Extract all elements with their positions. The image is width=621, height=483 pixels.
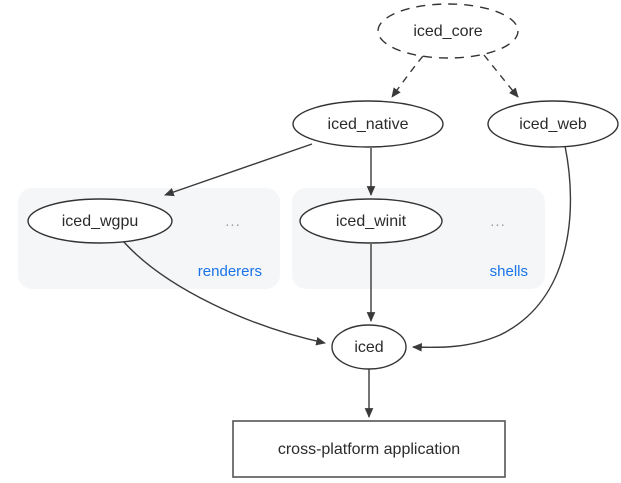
node-iced-core[interactable]: iced_core	[377, 3, 519, 59]
iced-web-ellipse[interactable]	[487, 100, 619, 148]
edge-iced-wgpu-to-iced	[122, 240, 326, 346]
edge-iced-native-to-iced-wgpu	[164, 143, 313, 197]
application-box[interactable]	[232, 420, 506, 478]
node-iced[interactable]: iced	[331, 324, 407, 370]
node-iced-native[interactable]: iced_native	[292, 100, 444, 148]
iced-label: iced	[354, 339, 383, 356]
application-label: cross-platform application	[278, 441, 460, 458]
iced-core-ellipse[interactable]	[377, 3, 519, 59]
cluster-shells-ellipsis: ...	[490, 213, 506, 230]
iced-core-label: iced_core	[413, 23, 482, 40]
cluster-renderers-ellipsis: ...	[225, 213, 241, 230]
iced-winit-ellipse[interactable]	[299, 198, 443, 244]
iced-wgpu-ellipse[interactable]	[27, 198, 173, 244]
node-application[interactable]: cross-platform application	[232, 420, 506, 478]
edge-iced-core-to-iced-web	[483, 54, 519, 98]
iced-winit-label: iced_winit	[336, 213, 407, 230]
cluster-shells-label: shells	[490, 263, 528, 280]
node-iced-web[interactable]: iced_web	[487, 100, 619, 148]
iced-ellipse[interactable]	[331, 324, 407, 370]
iced-web-label: iced_web	[519, 116, 587, 133]
iced-wgpu-label: iced_wgpu	[62, 213, 139, 230]
node-iced-winit[interactable]: iced_winit	[299, 198, 443, 244]
edge-iced-core-to-iced-native	[391, 55, 424, 98]
cluster-renderers-label: renderers	[198, 263, 262, 280]
iced-native-label: iced_native	[328, 116, 409, 133]
node-iced-wgpu[interactable]: iced_wgpu	[27, 198, 173, 244]
edge-iced-web-to-iced	[412, 145, 572, 352]
iced-native-ellipse[interactable]	[292, 100, 444, 148]
